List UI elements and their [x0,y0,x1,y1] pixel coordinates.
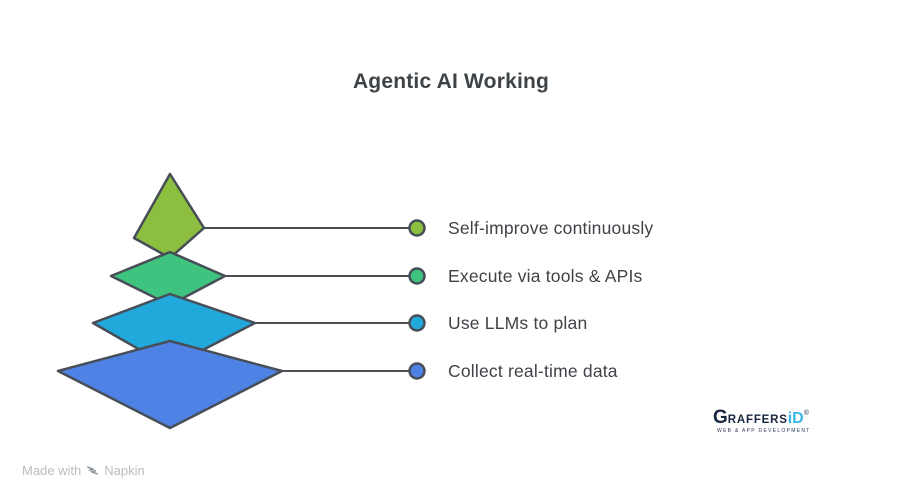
napkin-icon [87,466,99,475]
watermark-prefix: Made with [22,463,82,478]
item-label-4: Collect real-time data [448,361,618,381]
registered-mark: ® [803,410,809,417]
bullet-dot-2 [408,267,426,285]
item-label-3: Use LLMs to plan [448,313,588,333]
item-label-1: Self-improve continuously [448,218,654,238]
item-label-2: Execute via tools & APIs [448,266,643,286]
watermark-brand: Napkin [104,463,145,478]
logo-tagline: WEB & APP DEVELOPMENT [717,428,811,434]
pyramid-level-1-shape [132,172,206,260]
logo-letter-g: G [713,407,728,428]
logo-text-raffers: RAFFERS [727,414,788,426]
bullet-dot-1 [408,219,426,237]
bullet-dot-3 [408,314,426,332]
pyramid-level-4-shape [56,339,284,430]
logo-text-id: iD [787,410,804,427]
diagram-title: Agentic AI Working [352,70,550,93]
made-with-napkin-link[interactable]: Made with Napkin [22,463,145,478]
bullet-dot-4 [408,362,426,380]
